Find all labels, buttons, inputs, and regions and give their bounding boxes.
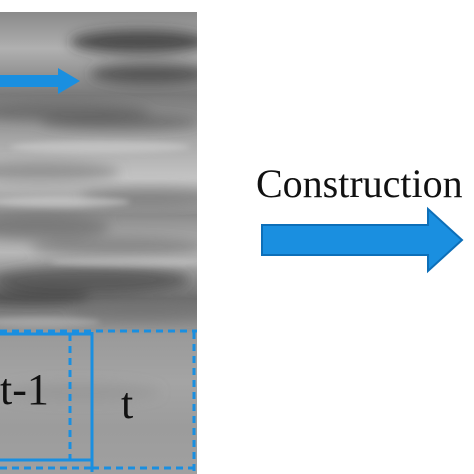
frame-boxes <box>0 329 197 472</box>
texture-image <box>0 12 197 474</box>
motion-arrow-icon <box>0 68 80 94</box>
process-arrow-icon <box>261 206 464 274</box>
process-label: Construction <box>256 161 463 206</box>
frame-label-current: t <box>121 379 134 428</box>
texture-svg <box>0 12 197 474</box>
frame-label-previous: t-1 <box>0 365 49 414</box>
